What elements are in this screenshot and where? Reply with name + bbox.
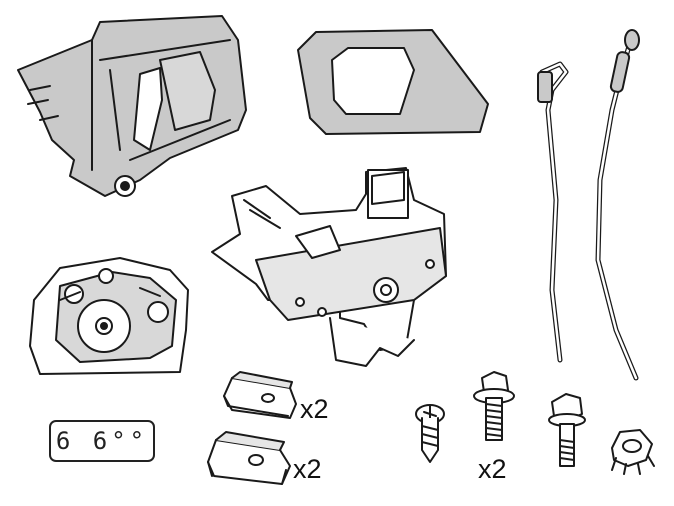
spring-clip [207,431,291,485]
actuator-housing [17,15,247,197]
quantity-label-clip-lower: x2 [293,454,322,484]
sector-gear-cover [29,257,189,375]
flange-bolt [473,371,515,441]
push-nut [611,429,655,475]
quantity-label-bolt: x2 [478,454,507,484]
spring-clip [223,371,297,419]
rod-right [595,29,640,381]
rod-left [537,61,569,363]
screw [415,404,445,463]
quantity-label-clip-upper: x2 [300,394,329,424]
lock-mechanism [211,167,447,367]
handle-bezel [297,29,489,135]
label-plate: 6 6°° [49,420,155,462]
flange-bolt [548,393,586,467]
